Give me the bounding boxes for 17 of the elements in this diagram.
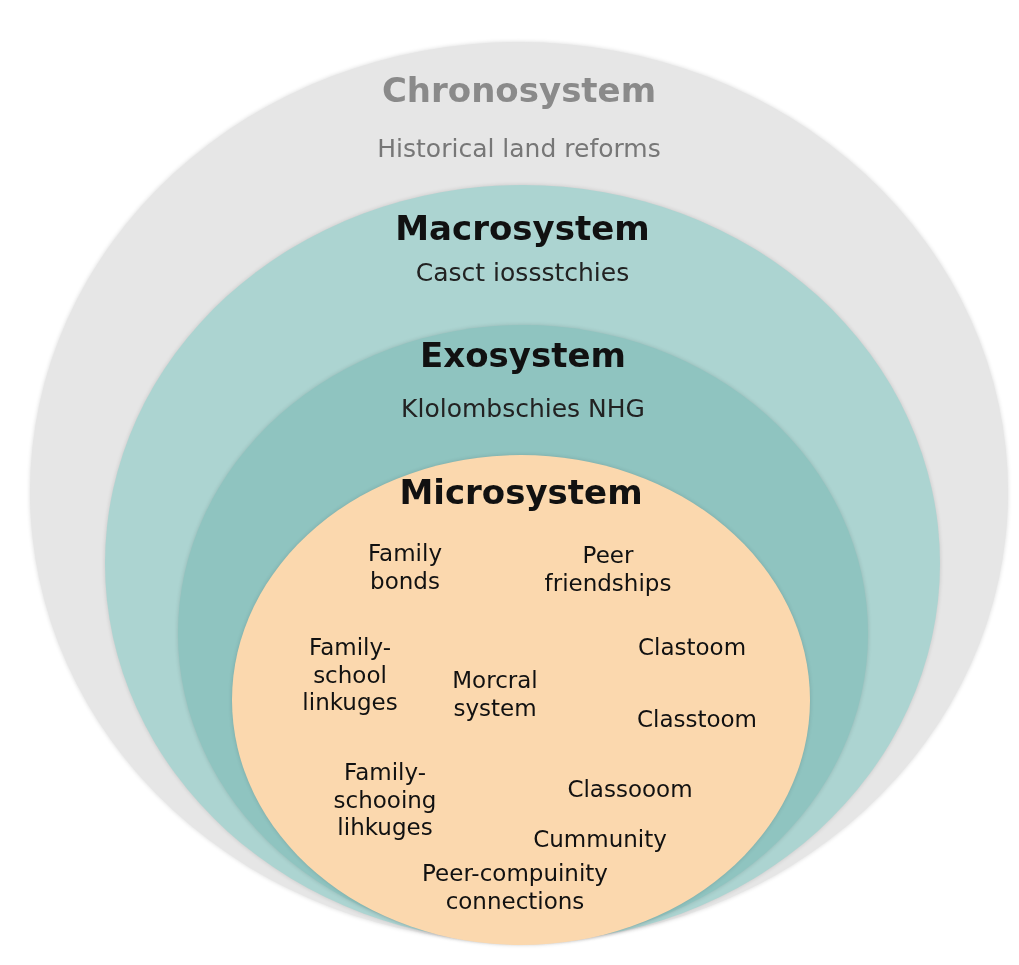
layer-example: Historical land reforms bbox=[377, 133, 661, 163]
layer-heading: Microsystem bbox=[399, 472, 643, 512]
layer-heading: Chronosystem bbox=[381, 70, 657, 110]
influence-label: Clastoom bbox=[636, 634, 748, 662]
layer-heading: Macrosystem bbox=[395, 208, 650, 248]
influence-label: Peer-compuinity connections bbox=[421, 860, 609, 916]
influence-label: Morcral system bbox=[451, 667, 539, 723]
influence-label: Family-school linkuges bbox=[301, 633, 399, 717]
layer-example: Casct iossstchies bbox=[415, 257, 630, 287]
influence-label: Cummunity bbox=[532, 826, 668, 854]
influence-label: Classooom bbox=[566, 776, 694, 804]
layer-example: Klolombschies NHG bbox=[401, 393, 645, 423]
influence-label: Peer friendships bbox=[543, 542, 673, 598]
layer-heading: Exosystem bbox=[420, 335, 626, 375]
influence-label: Family-schooing lihkuges bbox=[332, 758, 438, 842]
influence-label: Classtoom bbox=[635, 706, 759, 734]
influence-label: Family bonds bbox=[367, 540, 443, 596]
